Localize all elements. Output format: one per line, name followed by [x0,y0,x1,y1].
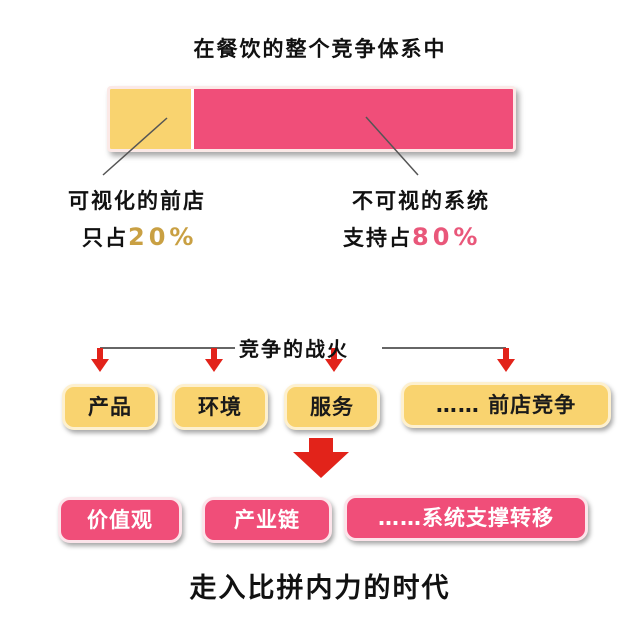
right-connector-line [365,116,419,176]
pill-service: 服务 [284,384,380,430]
system-share: 支持占80% [343,222,481,252]
pill-front-store-competition: …… 前店竞争 [401,382,611,428]
left-connector-line [102,117,168,176]
system-share-prefix: 支持占 [343,226,412,250]
down-arrow-icon [205,348,223,372]
pill-values: 价值观 [58,497,182,543]
front-store-percent: 20% [128,223,198,251]
system-segment [190,89,513,149]
share-bar [107,86,516,152]
system-label: 不可视的系统 [352,189,490,213]
pill-industry-chain: 产业链 [202,497,332,543]
pill-environment: 环境 [172,384,268,430]
page-title: 在餐饮的整个竞争体系中 [193,37,447,61]
front-store-share-prefix: 只占 [82,226,128,250]
down-arrow-icon [497,348,515,372]
front-store-segment [110,89,191,149]
big-down-arrow-icon [293,438,349,478]
down-arrow-icon [91,348,109,372]
pill-system-support-shift: ……系统支撑转移 [344,495,588,541]
down-arrow-icon [325,348,343,372]
front-store-label: 可视化的前店 [68,189,206,213]
pill-product: 产品 [62,384,158,430]
conclusion-text: 走入比拼内力的时代 [189,573,451,604]
system-percent: 80% [412,223,482,251]
competition-fire-label: 竞争的战火 [239,337,349,361]
front-store-share: 只占20% [82,222,197,252]
